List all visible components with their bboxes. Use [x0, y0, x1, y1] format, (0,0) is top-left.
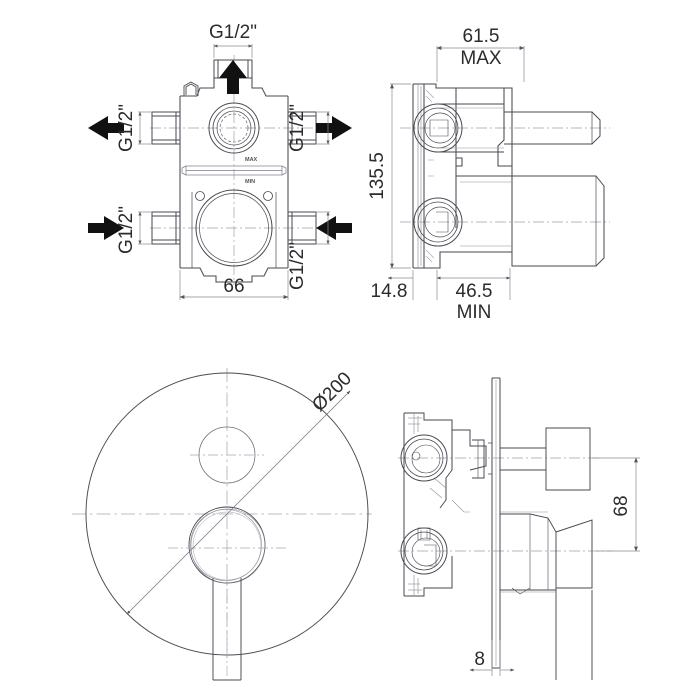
dim-label-depth-max-note: MAX — [460, 48, 502, 69]
dim-depth-max — [436, 46, 525, 82]
dim-left-upper-thread — [138, 111, 152, 145]
dim-label-left-upper-thread: G1/2" — [116, 104, 137, 152]
dim-label-width-66: 66 — [223, 276, 244, 297]
view-side-section: 61.5 MAX 135.5 14.8 46.5 MIN — [367, 26, 610, 323]
dim-plate-thickness-8 — [469, 640, 515, 676]
dim-right-lower-thread — [316, 211, 330, 245]
dim-label-right-upper-thread: G1/2" — [287, 104, 308, 152]
dim-right-upper-thread — [316, 111, 330, 145]
view-assembled-side: 68 8 — [398, 377, 640, 680]
view-front-rough-body: MAX MIN — [88, 22, 352, 300]
dim-label-projection-68: 68 — [611, 495, 632, 516]
body-mark-min: MIN — [245, 179, 255, 185]
inlet-arrow-right-lower-icon — [316, 216, 352, 240]
dim-label-height-135: 135.5 — [367, 152, 388, 200]
diverter-knob-section — [488, 427, 591, 491]
outlet-arrow-left-upper-icon — [88, 116, 124, 140]
view-round-escutcheon: Ø200 — [72, 368, 372, 684]
dim-label-depth-min-note: MIN — [457, 302, 492, 323]
dim-height-135 — [390, 83, 411, 269]
flow-arrow-group — [88, 60, 352, 240]
outlet-arrow-top-icon — [219, 60, 247, 94]
mixer-handle-section — [500, 513, 593, 680]
dim-left-lower-thread — [138, 211, 152, 245]
dim-label-top-thread: G1/2" — [209, 22, 257, 43]
dim-label-plate-depth: 14.8 — [371, 281, 408, 302]
dim-top-thread — [213, 44, 253, 58]
dim-projection-68 — [592, 457, 640, 552]
inlet-arrow-left-lower-icon — [88, 216, 124, 240]
dim-label-plate-thickness-8: 8 — [474, 649, 485, 670]
dim-width-66 — [179, 270, 289, 300]
dim-label-right-lower-thread: G1/2" — [287, 242, 308, 290]
inlet-arrow-right-upper-icon — [316, 116, 352, 140]
dim-leader-diameter — [126, 390, 351, 615]
body-mark-max: MAX — [245, 157, 258, 163]
dim-label-left-lower-thread: G1/2" — [116, 206, 137, 254]
escutcheon-plate-section — [491, 377, 501, 669]
dim-bottom-group — [387, 268, 511, 300]
dim-label-depth-min: 46.5 — [456, 281, 493, 302]
dim-label-depth-max: 61.5 — [463, 26, 500, 47]
